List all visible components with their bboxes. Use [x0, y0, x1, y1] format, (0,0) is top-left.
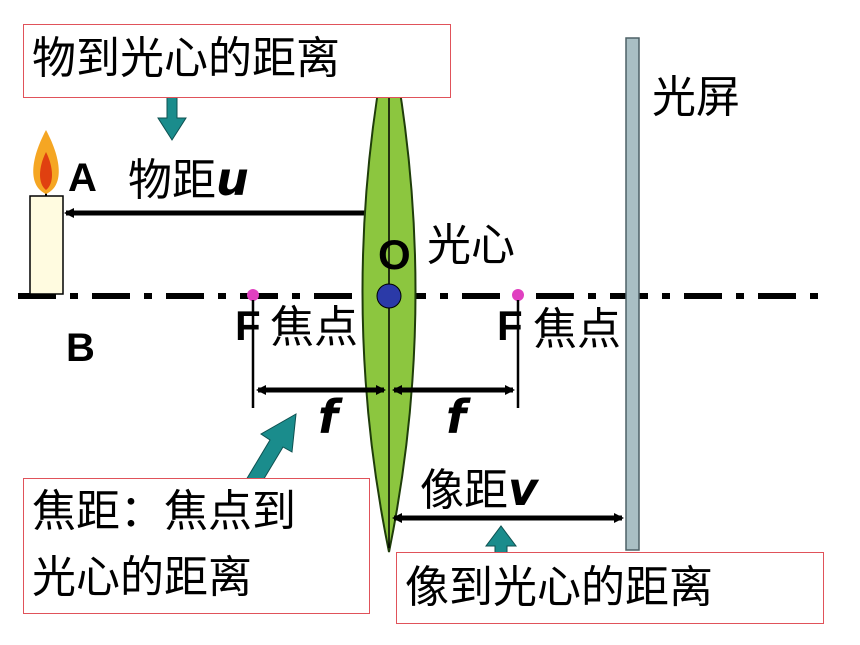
focal-length-text-line2: 光心的距离 [32, 552, 252, 603]
object-distance-symbol: u [216, 152, 249, 206]
focus-left-label: 焦点 [270, 302, 358, 353]
object-to-center-callout [23, 24, 451, 98]
candle-icon [29, 130, 64, 295]
focus-point-right [512, 289, 524, 301]
object-distance-text: 物距 [128, 155, 216, 206]
flame-icon [33, 130, 59, 194]
light-screen [625, 37, 640, 551]
teal-pointer-arrow-icon [245, 413, 297, 488]
focus-right-letter: F [497, 302, 523, 349]
optical-center-dot [376, 283, 402, 309]
focal-length-text-line1: 焦距：焦点到 [32, 486, 296, 537]
image-distance-label: 像距v [420, 466, 538, 513]
object-distance-label: 物距u [128, 156, 249, 203]
image-distance-text: 像距 [420, 465, 508, 516]
focal-symbol-right: f [446, 390, 467, 444]
image-distance-symbol: v [508, 462, 538, 516]
focal-symbol-left: f [318, 390, 339, 444]
focus-point-left [247, 289, 259, 301]
optical-center-label: 光心 [427, 220, 515, 271]
point-a-label: A [68, 156, 97, 200]
image-to-center-text: 像到光心的距离 [405, 562, 713, 613]
focus-right-label: 焦点 [533, 304, 621, 355]
screen-label: 光屏 [652, 72, 740, 123]
optical-center-letter: O [378, 231, 411, 278]
object-to-center-text: 物到光心的距离 [32, 33, 340, 84]
image-to-center-callout [396, 552, 824, 624]
focal-length-callout [23, 478, 370, 614]
point-b-label: B [66, 326, 95, 370]
focus-left-letter: F [235, 302, 261, 349]
